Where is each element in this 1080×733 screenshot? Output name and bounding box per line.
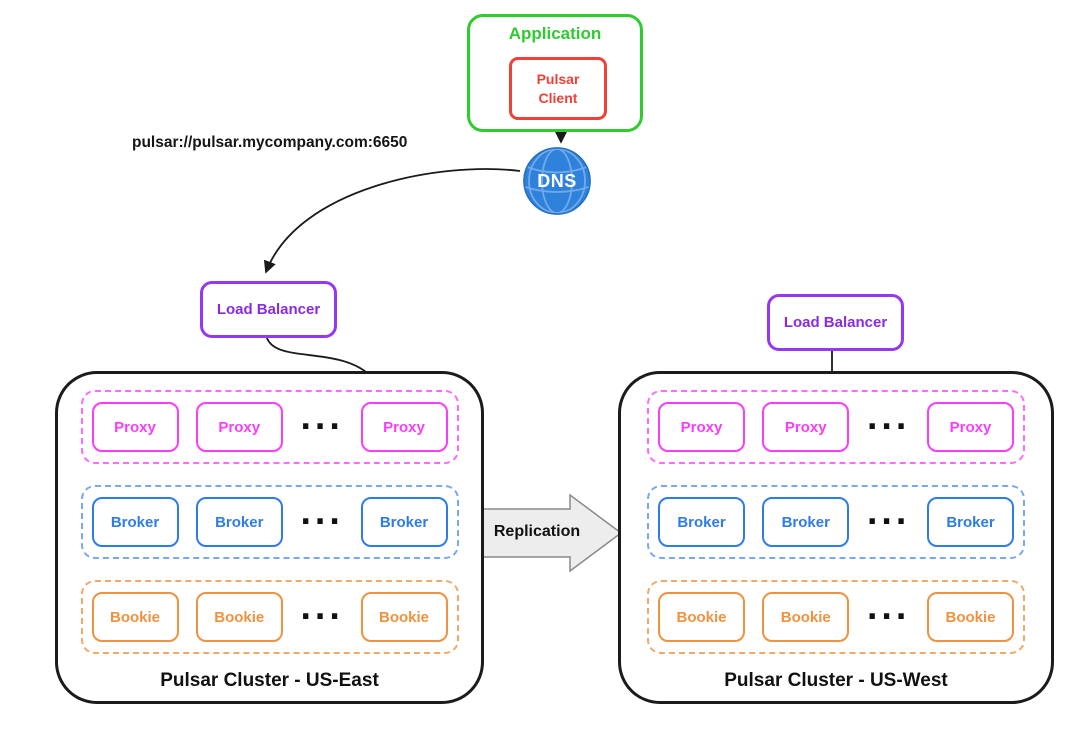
proxy-node: Proxy — [762, 402, 850, 452]
proxy-node: Proxy — [360, 402, 448, 452]
dns-to-load-balancer-arrow — [263, 168, 521, 274]
broker-row: Broker Broker ... Broker — [647, 485, 1025, 559]
broker-node: Broker — [927, 497, 1014, 547]
connection-url-text: pulsar://pulsar.mycompany.com:6650 — [132, 134, 408, 151]
dns-globe-icon: DNS — [522, 147, 592, 215]
bookie-row: Bookie Bookie ... Bookie — [647, 580, 1025, 654]
load-balancer-west: Load Balancer — [767, 294, 904, 351]
cluster-title-us-west: Pulsar Cluster - US-West — [724, 670, 948, 691]
bookie-node: Bookie — [658, 592, 745, 642]
dns-label: DNS — [537, 170, 577, 191]
load-balancer-east-label: Load Balancer — [216, 301, 321, 318]
broker-node: Broker — [195, 497, 283, 547]
proxy-node: Proxy — [195, 402, 283, 452]
bookie-node: Bookie — [91, 592, 179, 642]
broker-node: Broker — [91, 497, 179, 547]
replication-label: Replication — [493, 523, 581, 540]
cluster-title-us-east: Pulsar Cluster - US-East — [160, 670, 379, 691]
bookie-row: Bookie Bookie ... Bookie — [80, 580, 459, 654]
broker-row: Broker Broker ... Broker — [80, 485, 459, 559]
bookie-node: Bookie — [927, 592, 1014, 642]
proxy-row: Proxy Proxy ... Proxy — [80, 390, 459, 464]
application-box: Application Pulsar Client — [467, 14, 643, 132]
pulsar-client-label: Pulsar Client — [536, 71, 580, 106]
proxy-node: Proxy — [927, 402, 1014, 452]
load-balancer-west-label: Load Balancer — [783, 314, 888, 331]
proxy-node: Proxy — [91, 402, 179, 452]
pulsar-cluster-us-east: Proxy Proxy ... Proxy Broker Broker ... … — [55, 371, 484, 704]
pulsar-client-box: Pulsar Client — [509, 57, 607, 120]
proxy-node: Proxy — [658, 402, 745, 452]
globe-graphic — [523, 147, 591, 215]
broker-node: Broker — [658, 497, 745, 547]
pulsar-cluster-us-west: Proxy Proxy ... Proxy Broker Broker ... … — [618, 371, 1054, 704]
bookie-node: Bookie — [195, 592, 283, 642]
bookie-node: Bookie — [762, 592, 850, 642]
application-label: Application — [508, 24, 602, 43]
bookie-node: Bookie — [360, 592, 448, 642]
proxy-row: Proxy Proxy ... Proxy — [647, 390, 1025, 464]
load-balancer-east: Load Balancer — [200, 281, 337, 338]
broker-node: Broker — [360, 497, 448, 547]
broker-node: Broker — [762, 497, 850, 547]
